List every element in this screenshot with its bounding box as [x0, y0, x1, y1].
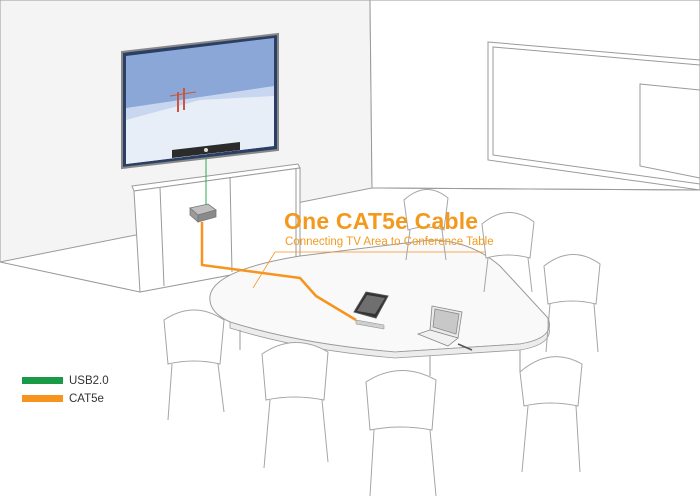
legend-label-usb: USB2.0	[69, 374, 109, 387]
callout-leader	[252, 251, 512, 289]
legend-item-cat5e: CAT5e	[22, 390, 109, 407]
hub-box-icon	[189, 203, 217, 223]
tv-screen-icon	[121, 32, 279, 170]
whiteboard-icon	[487, 41, 700, 191]
legend-swatch-cat5e	[22, 395, 63, 402]
chair-icon	[163, 309, 225, 421]
laptop-icon	[416, 305, 473, 351]
cabinet	[131, 163, 301, 293]
chairs	[163, 189, 601, 497]
legend-label-cat5e: CAT5e	[69, 392, 104, 405]
touch-panel-icon	[353, 291, 389, 330]
callout-subtitle: Connecting TV Area to Conference Table	[285, 236, 494, 248]
chair-icon	[403, 189, 449, 261]
callout-title: One CAT5e Cable	[284, 208, 479, 234]
legend: USB2.0 CAT5e	[22, 372, 109, 408]
chair-icon	[481, 212, 535, 293]
chair-icon	[261, 342, 329, 469]
chair-icon	[519, 356, 583, 473]
video-bar-icon	[172, 142, 240, 158]
chair-icon	[365, 370, 437, 497]
legend-item-usb: USB2.0	[22, 372, 109, 389]
chair-icon	[543, 254, 601, 353]
legend-swatch-usb	[22, 377, 63, 384]
cat5e-cable	[200, 222, 357, 322]
